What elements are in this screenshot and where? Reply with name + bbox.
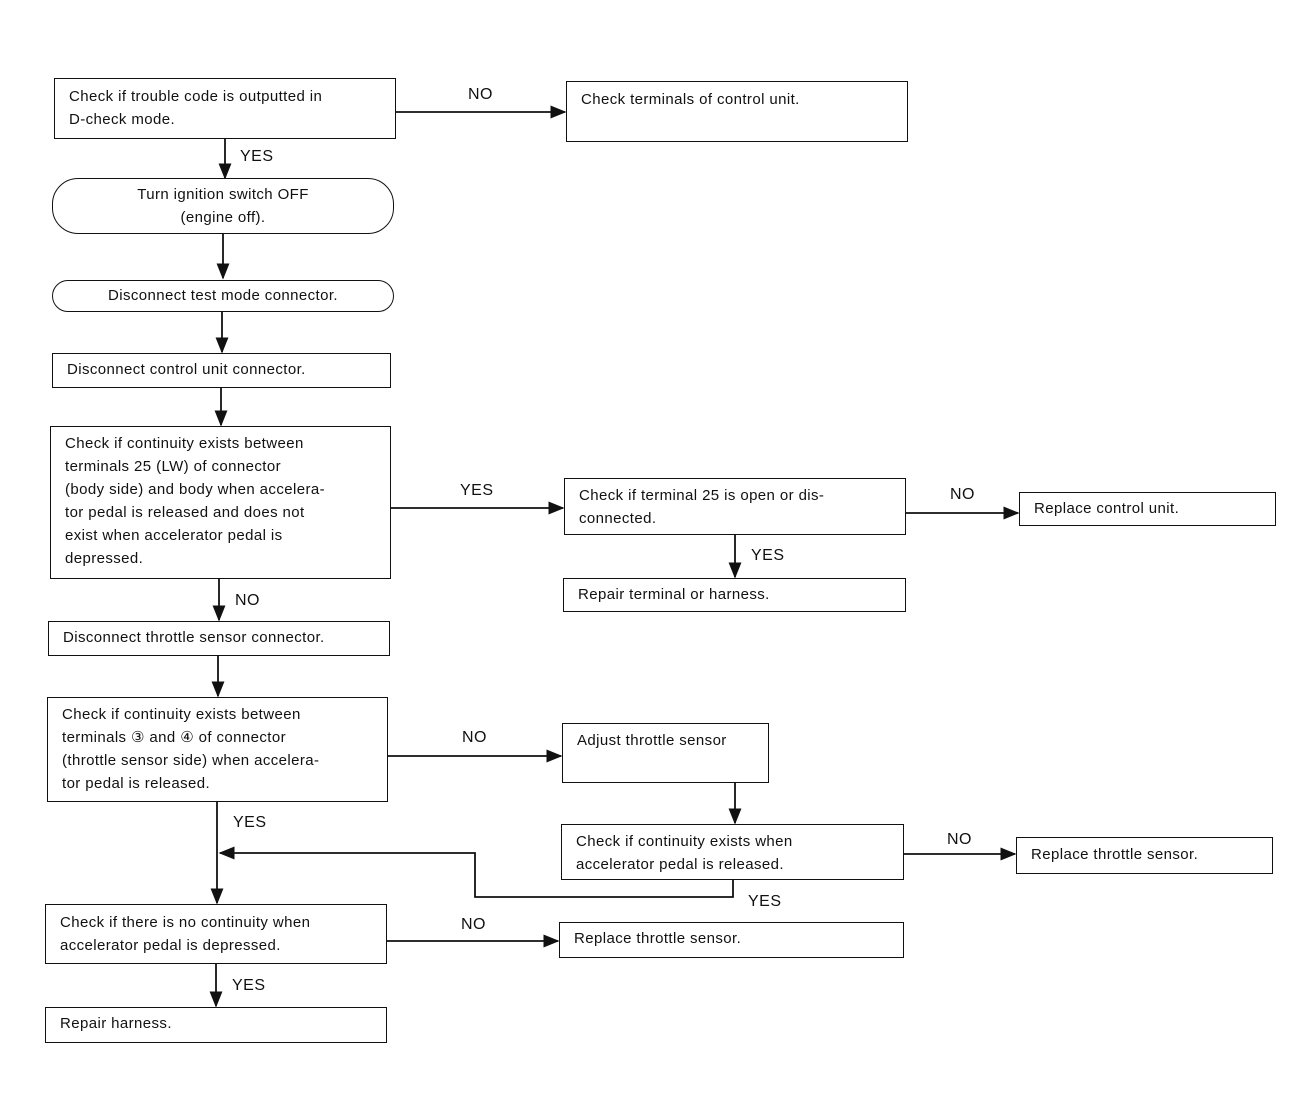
label-no: NO bbox=[235, 592, 260, 609]
step-disconnect-test-mode: Disconnect test mode connector. bbox=[52, 280, 394, 312]
step-check-terminal-25-open: Check if terminal 25 is open or dis- con… bbox=[564, 478, 906, 535]
step-replace-control-unit: Replace control unit. bbox=[1019, 492, 1276, 526]
step-replace-throttle-sensor-2: Replace throttle sensor. bbox=[559, 922, 904, 958]
label-yes: YES bbox=[460, 482, 494, 499]
step-check-continuity-released: Check if continuity exists when accelera… bbox=[561, 824, 904, 880]
step-check-trouble-code: Check if trouble code is outputted in D-… bbox=[54, 78, 396, 139]
step-replace-throttle-sensor-1: Replace throttle sensor. bbox=[1016, 837, 1273, 874]
label-no: NO bbox=[947, 831, 972, 848]
step-check-no-continuity-depressed: Check if there is no continuity when acc… bbox=[45, 904, 387, 964]
label-yes: YES bbox=[232, 977, 266, 994]
step-disconnect-control-unit: Disconnect control unit connector. bbox=[52, 353, 391, 388]
step-check-continuity-terminals-3-4: Check if continuity exists between termi… bbox=[47, 697, 388, 802]
step-repair-harness: Repair harness. bbox=[45, 1007, 387, 1043]
step-repair-terminal-or-harness: Repair terminal or harness. bbox=[563, 578, 906, 612]
step-check-continuity-terminal-25: Check if continuity exists between termi… bbox=[50, 426, 391, 579]
label-yes: YES bbox=[233, 814, 267, 831]
label-yes: YES bbox=[748, 893, 782, 910]
step-turn-ignition-off: Turn ignition switch OFF (engine off). bbox=[52, 178, 394, 234]
step-check-terminals-control-unit: Check terminals of control unit. bbox=[566, 81, 908, 142]
step-disconnect-throttle-sensor: Disconnect throttle sensor connector. bbox=[48, 621, 390, 656]
label-no: NO bbox=[462, 729, 487, 746]
step-adjust-throttle-sensor: Adjust throttle sensor bbox=[562, 723, 769, 783]
arrow-check-yes-loop bbox=[218, 846, 734, 898]
label-yes: YES bbox=[240, 148, 274, 165]
label-no: NO bbox=[461, 916, 486, 933]
label-no: NO bbox=[468, 86, 493, 103]
label-no: NO bbox=[950, 486, 975, 503]
label-yes: YES bbox=[751, 547, 785, 564]
